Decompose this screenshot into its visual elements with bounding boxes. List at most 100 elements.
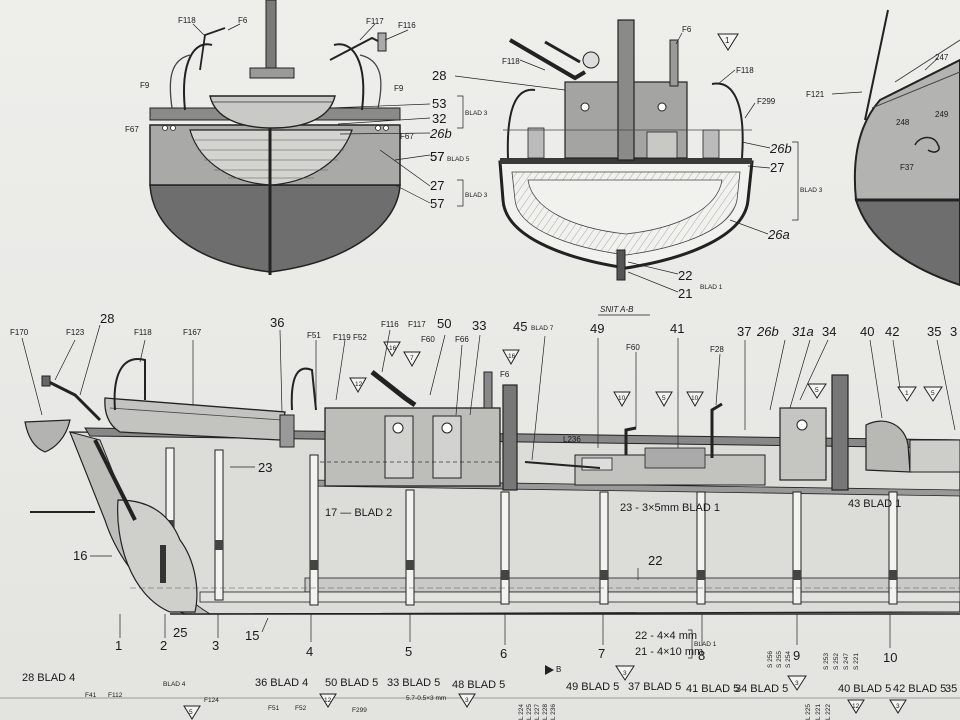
label-31a: 31a	[792, 324, 814, 339]
label-37: 37	[737, 324, 751, 339]
parts-35: 35	[945, 683, 957, 695]
section-label-27: 27	[770, 160, 784, 175]
section-label-26b: 26b	[769, 141, 792, 156]
section-label-f6: F6	[682, 25, 692, 34]
label-36: 36	[270, 315, 284, 330]
parts-f41: F41	[85, 692, 97, 699]
bow-label-f121: F121	[806, 90, 825, 99]
label-17-blad-2: 17 — BLAD 2	[325, 507, 392, 519]
parts-f112: F112	[108, 692, 123, 699]
side-code-s255: S 255	[776, 651, 783, 668]
label-25: 25	[173, 625, 187, 640]
parts-l221: L 221	[815, 704, 822, 720]
stern-label-f67-right: F67	[400, 132, 414, 141]
label-35: 35	[927, 324, 941, 339]
station-4: 4	[306, 644, 313, 659]
label-22: 22	[648, 553, 662, 568]
parts-list-strip: 28 BLAD 4 BLAD 4 F41 F112 F124 36 BLAD 4…	[0, 665, 960, 720]
stern-label-32: 32	[432, 111, 446, 126]
parts-l225: L 225	[526, 704, 533, 720]
stern-label-f117: F117	[366, 17, 384, 26]
station-10: 10	[883, 650, 897, 665]
stern-dinghy	[209, 95, 336, 129]
parts-33-blad-5: 33 BLAD 5	[387, 677, 440, 689]
label-f66: F66	[455, 335, 469, 344]
bow-label-f37: F37	[900, 163, 914, 172]
bow-label-249: 249	[935, 110, 949, 119]
label-f52: F52	[353, 333, 367, 342]
parts-f124: F124	[204, 697, 219, 704]
label-f119: F119	[333, 333, 351, 342]
section-label-26a: 26a	[767, 227, 790, 242]
section-funnel	[617, 19, 635, 161]
label-blad-1-bottom: BLAD 1	[694, 641, 717, 648]
station-5: 5	[405, 644, 412, 659]
label-f117: F117	[408, 320, 426, 329]
label-f60: F60	[421, 335, 435, 344]
stern-hull-underwater	[149, 184, 401, 273]
section-tri-1: 1	[725, 36, 730, 45]
label-15: 15	[245, 628, 259, 643]
tri-7: 7	[410, 355, 414, 362]
midship-section-view: 1 28 F118 F6 F118 F299 26b 27 26a 57 BLA…	[430, 19, 823, 301]
tri-16b: 16	[508, 353, 516, 360]
label-33: 33	[472, 318, 486, 333]
station-8: 8	[698, 648, 705, 663]
label-3: 3	[950, 324, 957, 339]
station-6: 6	[500, 646, 507, 661]
parts-48-blad-5: 48 BLAD 5	[452, 679, 505, 691]
section-label-22: 22	[678, 268, 692, 283]
parts-50-blad-5: 50 BLAD 5	[325, 677, 378, 689]
tri-1: 1	[905, 390, 909, 397]
bow-hull-underwater	[854, 199, 960, 287]
label-45-blad-7: BLAD 7	[531, 325, 554, 332]
section-label-f118b: F118	[736, 66, 754, 75]
parts-l227: L 227	[534, 704, 541, 720]
label-34: 34	[822, 324, 836, 339]
tri-12: 12	[355, 381, 363, 388]
parts-dimension: 5.7-0.5×3 mm	[406, 695, 446, 702]
stern-label-53: 53	[432, 96, 446, 111]
parts-37-blad-5: 37 BLAD 5	[628, 681, 681, 693]
stern-label-27: 27	[430, 178, 444, 193]
bow-label-248: 248	[896, 118, 910, 127]
stern-label-f9-left: F9	[140, 81, 150, 90]
parts-40-blad-5: 40 BLAD 5	[838, 683, 891, 695]
stern-label-f9-right: F9	[394, 84, 404, 93]
side-code-s221: S 221	[853, 653, 860, 670]
label-43-blad-1: 43 BLAD 1	[848, 498, 901, 510]
parts-l224: L 224	[518, 704, 525, 720]
profile-foremast	[831, 374, 849, 491]
stern-label-f116: F116	[398, 21, 416, 30]
parts-tri-3a: 3	[465, 697, 469, 704]
station-7: 7	[598, 646, 605, 661]
parts-tri-12b: 12	[852, 703, 860, 710]
profile-small-boat	[24, 419, 71, 453]
label-f116: F116	[381, 320, 399, 329]
label-41: 41	[670, 321, 684, 336]
label-49: 49	[590, 321, 604, 336]
tri-5c: 5	[931, 390, 935, 397]
tri-16a: 16	[389, 345, 397, 352]
section-blad-3: BLAD 3	[800, 187, 823, 194]
b-marker: B	[556, 665, 561, 674]
parts-f52: F52	[295, 705, 307, 712]
section-blad-1: BLAD 1	[700, 284, 723, 291]
side-code-s252: S 252	[833, 653, 840, 670]
bow-hull-topside	[853, 58, 960, 201]
label-f51: F51	[307, 331, 321, 340]
label-50: 50	[437, 316, 451, 331]
profile-lifeboat	[104, 397, 286, 441]
label-42: 42	[885, 324, 899, 339]
parts-tri-3c: 3	[795, 680, 799, 687]
section-label-f118: F118	[502, 57, 520, 66]
label-45: 45	[513, 319, 527, 334]
label-23-3x5: 23 - 3×5mm BLAD 1	[620, 502, 720, 514]
stern-label-f6: F6	[238, 16, 248, 25]
section-label-57: 57	[430, 149, 444, 164]
parts-41-blad-5: 41 BLAD 5	[686, 683, 739, 695]
parts-36-blad-4: 36 BLAD 4	[255, 677, 308, 689]
stern-label-26b: 26b	[429, 126, 452, 141]
stern-label-57b: 57	[430, 196, 444, 211]
